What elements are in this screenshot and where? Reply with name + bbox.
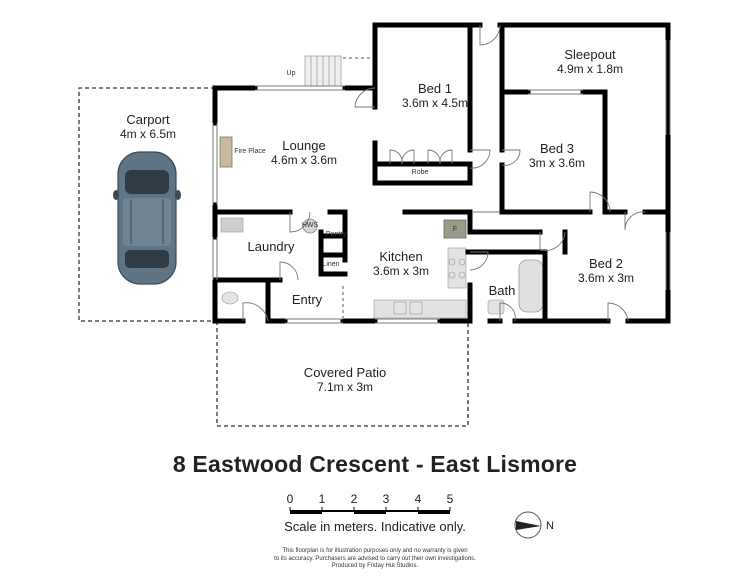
address-title: 8 Eastwood Crescent - East Lismore — [172, 451, 578, 477]
bed2-dims: 3.6m x 3m — [577, 271, 635, 285]
bed3-dims: 3m x 3.6m — [528, 156, 586, 170]
kitchen-bench-cooktop — [447, 247, 467, 289]
carport-dims: 4m x 6.5m — [119, 127, 177, 141]
fire-place-label: Fire Place — [234, 148, 266, 155]
sink-rings — [393, 258, 466, 315]
disclaimer: This floorplan is for illustration purpo… — [0, 548, 750, 571]
disclaimer-line-3: Produced by Friday Hut Studios. — [331, 563, 419, 569]
linen-label: Linen — [322, 261, 340, 268]
lounge-name: Lounge — [282, 138, 326, 153]
scale-tick-4: 4 — [414, 492, 422, 506]
fireplace-hearth — [219, 136, 233, 168]
patio-dims: 7.1m x 3m — [316, 380, 374, 394]
sleepout-dims: 4.9m x 1.8m — [556, 62, 624, 76]
bed1-name: Bed 1 — [418, 81, 452, 96]
hws-tank — [302, 218, 318, 234]
bath-vanity — [487, 299, 505, 315]
stairs-up-label: Up — [286, 70, 296, 77]
entry-dashed-line — [342, 57, 375, 318]
scale-tick-1: 1 — [318, 492, 326, 506]
patio-name: Covered Patio — [303, 365, 387, 380]
sleepout-name: Sleepout — [564, 47, 616, 62]
laundry-tub — [220, 217, 244, 233]
bed3-name: Bed 3 — [540, 141, 574, 156]
lounge-dims: 4.6m x 3.6m — [270, 153, 338, 167]
walls — [212, 22, 671, 324]
north-label: N — [546, 520, 554, 532]
windows — [212, 40, 671, 324]
kitchen-dims: 3.6m x 3m — [372, 264, 430, 278]
scale-tick-3: 3 — [382, 492, 390, 506]
disclaimer-line-1: This floorplan is for illustration purpo… — [282, 548, 468, 554]
scale-note: Scale in meters. Indicative only. — [284, 519, 466, 534]
laundry-name: Laundry — [247, 239, 295, 254]
compass-icon — [514, 511, 542, 539]
robe-label: Robe — [411, 169, 429, 176]
scale-tick-5: 5 — [446, 492, 454, 506]
entry-name: Entry — [291, 292, 323, 307]
fridge-label: F — [452, 226, 458, 233]
bed1-dims: 3.6m x 4.5m — [401, 96, 469, 110]
disclaimer-line-2: to its accuracy. Purchasers are advised … — [274, 555, 476, 562]
kitchen-bench — [373, 299, 467, 319]
scale-tick-0: 0 — [286, 492, 294, 506]
scale-tick-2: 2 — [350, 492, 358, 506]
pantry-label: Pantry — [325, 231, 347, 238]
fridge — [443, 219, 467, 239]
scale-bar — [289, 507, 451, 514]
carport-outline — [78, 87, 215, 322]
bathtub — [518, 259, 544, 313]
hws-label: HWS — [301, 222, 319, 229]
bath-name: Bath — [488, 283, 516, 298]
door-swings — [242, 24, 646, 322]
bed2-name: Bed 2 — [589, 256, 623, 271]
carport-name: Carport — [126, 112, 170, 127]
stair-treads — [310, 56, 336, 86]
kitchen-name: Kitchen — [379, 249, 423, 264]
toilet — [221, 291, 239, 305]
car-icon — [113, 151, 181, 285]
patio-outline — [216, 321, 469, 427]
